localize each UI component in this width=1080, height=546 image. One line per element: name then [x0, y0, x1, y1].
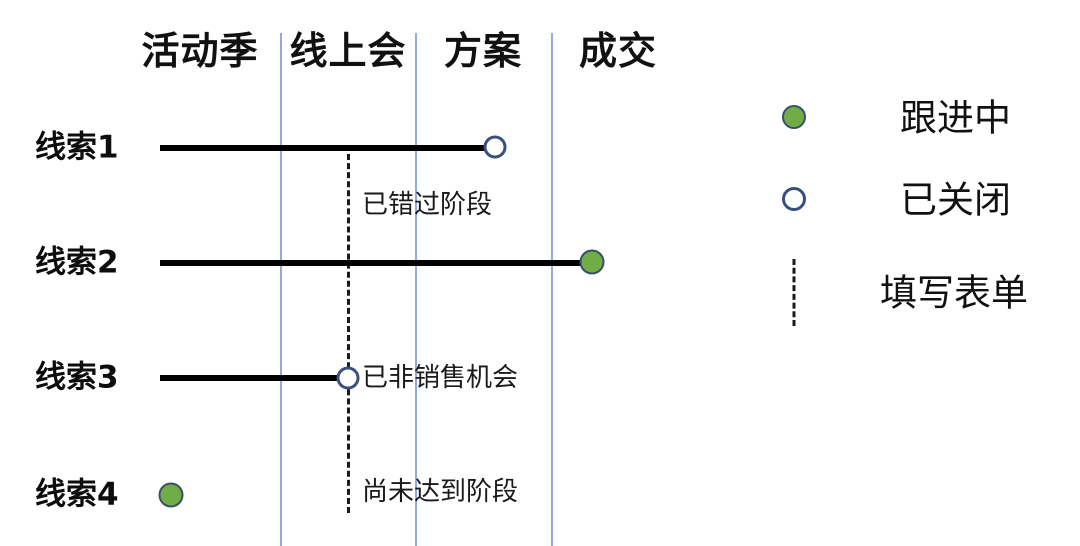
fill-form-dashed-rule [347, 145, 350, 513]
legend-label-legend-in-progress: 跟进中 [900, 96, 1011, 140]
status-marker-row-lead-3[interactable] [336, 366, 360, 390]
divider-1-line [280, 33, 282, 546]
status-marker-row-lead-4[interactable] [158, 482, 184, 508]
legend-label-legend-closed: 已关闭 [900, 178, 1011, 222]
divider-3-line [551, 33, 553, 546]
row-label-row-lead-1: 线索1 [35, 129, 119, 166]
status-marker-row-lead-1[interactable] [483, 135, 507, 159]
annotation-row-lead-3: 已非销售机会 [362, 363, 519, 393]
row-label-row-lead-4: 线索4 [35, 476, 119, 513]
legend-symbol-legend-in-progress [782, 105, 806, 129]
row-label-row-lead-2: 线索2 [35, 244, 119, 281]
stage-header-stage-chengjiao[interactable]: 成交 [578, 29, 658, 73]
progress-track-row-lead-1 [160, 145, 495, 151]
stage-header-stage-xianshanghui[interactable]: 线上会 [289, 29, 407, 73]
progress-track-row-lead-2 [160, 260, 592, 266]
annotation-row-lead-1: 已错过阶段 [362, 190, 493, 220]
row-label-row-lead-3: 线索3 [35, 359, 119, 396]
legend-symbol-legend-closed [782, 187, 806, 211]
divider-2-line [415, 33, 417, 546]
progress-track-row-lead-3 [160, 375, 348, 381]
legend-label-legend-form: 填写表单 [880, 271, 1028, 315]
stage-header-stage-fangan[interactable]: 方案 [443, 29, 523, 73]
status-marker-row-lead-2[interactable] [579, 249, 605, 275]
stage-header-stage-huodongji[interactable]: 活动季 [141, 29, 259, 73]
annotation-row-lead-4: 尚未达到阶段 [362, 477, 519, 507]
legend-symbol-legend-form [792, 259, 796, 326]
